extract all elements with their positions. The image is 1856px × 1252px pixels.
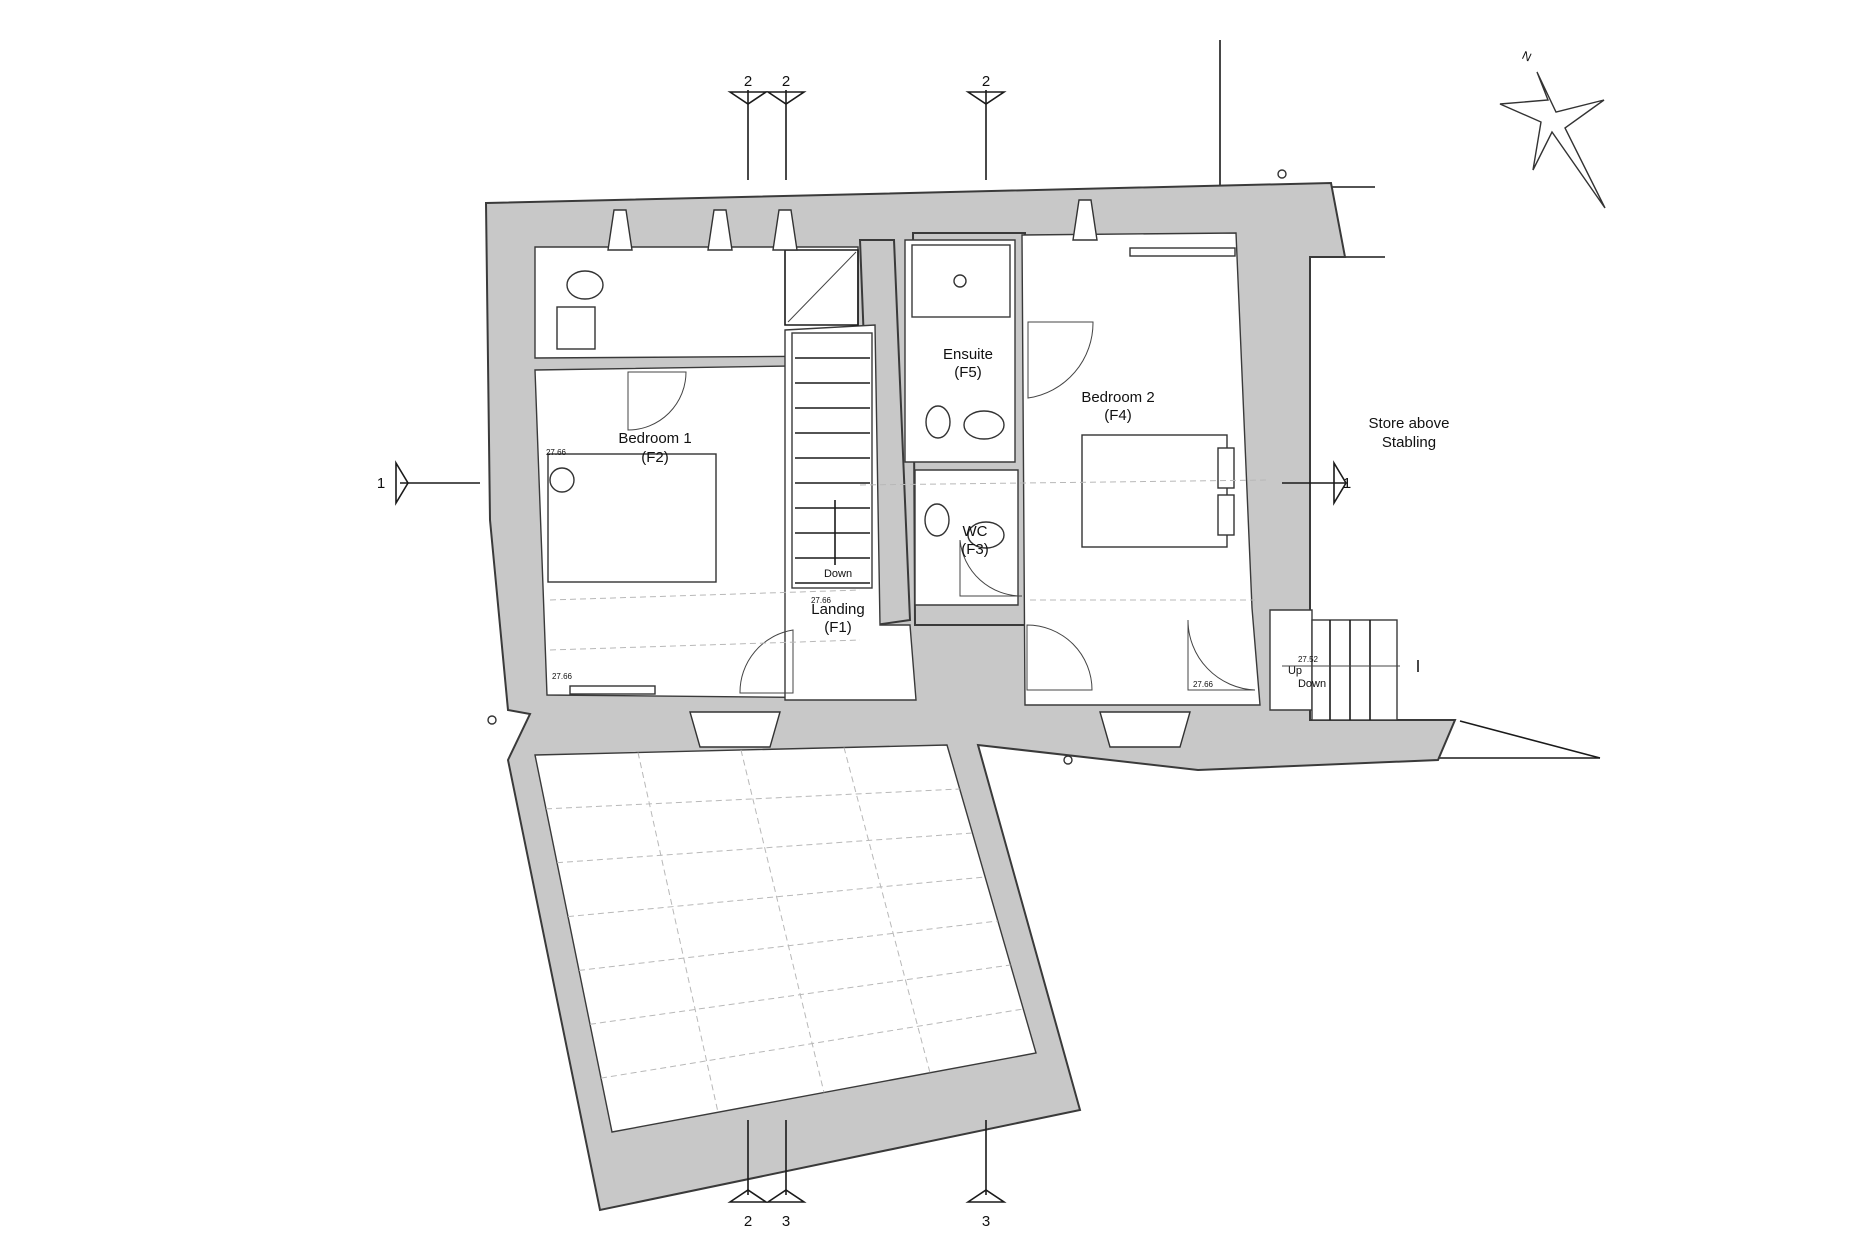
wc-basin [967,521,1005,549]
level-marker: 27.66 [811,596,832,605]
text-layer: Bedroom 1 (F2) Landing(F1) WC(F3) Ensuite(F5… [377,48,1534,1230]
level-marker: 27.66 [552,672,573,681]
pillow [1217,494,1235,536]
survey-point-icon [1277,169,1287,179]
section-arrow [395,460,409,506]
door-bedroom-2-a [1026,624,1093,691]
room-label-landing: Landing [811,601,864,618]
north-arrow-letter: N [1520,48,1534,64]
site-boundary-line [1459,720,1601,759]
room-label-bedroom-2: Bedroom 2 [1081,389,1154,406]
yard-grid-line [545,788,960,810]
section-marker-label: 2 [744,73,752,90]
section-marker-label: 2 [782,73,790,90]
person-figure [549,467,575,493]
yard-grid-line [843,747,931,1073]
structure-layer [484,40,1601,1212]
section-marker-label: 1 [377,475,385,492]
door-bathroom-1 [627,371,687,431]
radiator-bedroom-2 [1129,247,1236,257]
section-arrow [1333,460,1347,506]
shower-enclosure [784,249,859,326]
room-label-bedroom-1: Bedroom 1 [618,430,691,447]
pillow [1217,447,1235,489]
floor-wc [914,469,1019,606]
section-arrow [965,91,1007,105]
room-code-bedroom-2: (F4) [1104,407,1132,424]
external-stair-down-label: Down [1298,678,1326,690]
detail-layer [395,71,1606,1203]
store-label-line-2: Stabling [1382,434,1436,451]
room-label-wc: WC [963,523,988,540]
wc-ensuite [925,405,951,439]
basin-bathroom-1 [556,306,596,350]
section-marker-label: 3 [982,1213,990,1230]
shower-screen [787,251,857,323]
floor-joist-line [859,479,1271,486]
window-recess-north [607,209,633,251]
section-marker-label: 3 [782,1213,790,1230]
floor-joist-line [549,589,861,601]
room-code-wc: (F3) [961,541,989,558]
external-stair-up-label: Up [1288,665,1302,677]
level-marker: 27.66 [1193,680,1214,689]
section-arrow [765,1189,807,1203]
section-marker-label: 2 [744,1213,752,1230]
yard-grid-line [740,749,825,1093]
section-arrow [765,91,807,105]
section-marker-label: 2 [982,73,990,90]
section-arrow [965,1189,1007,1203]
radiator-bedroom-1 [569,685,656,695]
window-recess-south [689,711,781,748]
level-marker: 27.52 [1298,655,1319,664]
section-arrow [727,91,769,105]
door-ensuite [1027,321,1094,399]
survey-point-icon [1063,755,1073,765]
north-arrow-icon [1499,71,1606,209]
room-code-ensuite: (F5) [954,364,982,381]
room-code-landing: (F1) [824,619,852,636]
yard-grid-line [600,1008,1024,1079]
stair-down-label: Down [824,568,852,580]
survey-point-icon [487,715,497,725]
internal-stair [791,332,873,589]
bed-bedroom-2 [1081,434,1228,548]
floor-yard [534,744,1037,1133]
section-marker-label: 1 [1343,475,1351,492]
shower-drain [953,274,967,288]
floor-joist-line [549,639,861,651]
basin-ensuite [963,410,1005,440]
wc-toilet [924,503,950,537]
window-recess-south [1099,711,1191,748]
window-recess-north [707,209,733,251]
level-marker: 27.66 [546,448,567,457]
yard-grid-line [589,964,1011,1025]
room-code-bedroom-1: (F2) [641,449,669,466]
yard-grid-line [578,920,998,971]
external-stair [1311,619,1398,721]
room-label-ensuite: Ensuite [943,346,993,363]
yard-grid-line [637,752,719,1113]
bed-bedroom-1 [547,453,717,583]
door-wc [959,539,1023,597]
store-label-line-1: Store above [1369,415,1450,432]
window-recess-north [772,209,798,251]
window-recess-north [1072,199,1098,241]
door-landing [739,629,794,694]
wc-bathroom-1 [566,270,604,300]
door-bedroom-2-b [1187,619,1256,691]
section-arrow [727,1189,769,1203]
